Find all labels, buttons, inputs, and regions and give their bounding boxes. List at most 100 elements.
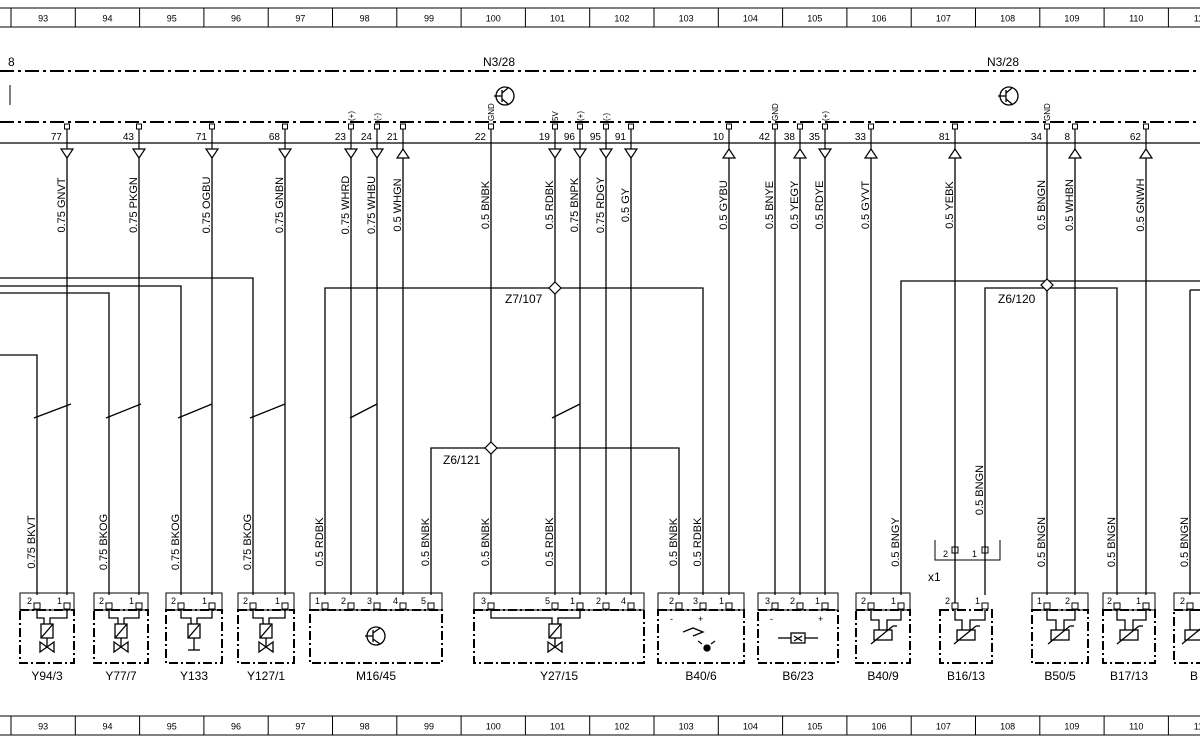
pin-number: 35	[809, 132, 821, 143]
component-label: B17/13	[1110, 669, 1148, 683]
component-label: B40/6	[685, 669, 717, 683]
signal-direction-icon	[863, 147, 879, 159]
module-pin: 100.5 GYBU	[713, 123, 737, 230]
component-pin-number: 2	[341, 596, 346, 606]
pin-tag: (-)	[602, 113, 611, 121]
component-pin-number: 1	[975, 596, 980, 606]
column-number: 106	[872, 14, 887, 24]
module-pin: 95(-)0.75 RDGY	[590, 113, 614, 233]
pin-tag: (+)	[821, 111, 830, 121]
solenoid-valve-icon	[252, 610, 286, 654]
component-pin-number: 2	[99, 596, 104, 606]
temperature-sensor-icon	[870, 610, 902, 645]
component-label: B6/23	[782, 669, 814, 683]
splice-point	[484, 278, 1054, 455]
column-number: 103	[679, 14, 694, 24]
pin-number: 10	[713, 132, 725, 143]
pin-number: 77	[51, 132, 63, 143]
wire-label: 0.5 BNBK	[480, 517, 492, 566]
component-pin-number: 1	[719, 596, 724, 606]
pin-number: 95	[590, 132, 602, 143]
signal-direction-icon	[721, 147, 737, 159]
wire-label: 0.5 BNGN	[1179, 517, 1191, 567]
component-label: Y127/1	[247, 669, 285, 683]
component-pin-number: 1	[815, 596, 820, 606]
column-number: 107	[936, 722, 951, 732]
signal-direction-icon	[792, 147, 808, 159]
component-label: B16/13	[947, 669, 985, 683]
column-number: 97	[295, 722, 305, 732]
column-number: 100	[486, 14, 501, 24]
wire-label: 0.5 BNGN	[974, 465, 986, 515]
column-number: 93	[38, 722, 48, 732]
wire-label: 0.5 RDBK	[544, 517, 556, 567]
column-number: 111	[1194, 14, 1200, 24]
temperature-sensor-icon	[1046, 610, 1076, 645]
left-edge-label: 8	[8, 55, 15, 69]
signal-direction-icon	[131, 148, 147, 160]
pin-number: 68	[269, 132, 281, 143]
signal-direction-icon	[572, 148, 588, 160]
pin-number: 62	[1130, 132, 1142, 143]
column-number: 109	[1064, 14, 1079, 24]
pin-number: 33	[855, 132, 867, 143]
transistor-icon	[365, 626, 386, 646]
column-number: 96	[231, 14, 241, 24]
wire-label: 0.5 BNYE	[764, 181, 776, 229]
solenoid-valve-icon	[490, 610, 581, 654]
module-pin: 770.75 GNVT	[51, 123, 75, 233]
wire-label: 0.75 BKOG	[170, 514, 182, 570]
signal-direction-icon	[1067, 147, 1083, 159]
column-number: 94	[102, 14, 112, 24]
component-pin-number: 1	[129, 596, 134, 606]
component-pin-number: 3	[481, 596, 486, 606]
component-pin-number: 2	[27, 596, 32, 606]
signal-direction-icon	[343, 148, 359, 160]
component-label: Y133	[180, 669, 208, 683]
signal-direction-icon	[817, 148, 833, 160]
inline-connector	[934, 540, 1001, 561]
component-pin-number: 4	[621, 596, 626, 606]
transistor-icon	[494, 86, 515, 106]
module-pin: 23(+)0.75 WHRD	[335, 111, 359, 234]
module-pin: 24(-)0.75 WHBU	[361, 113, 385, 234]
column-number: 109	[1064, 722, 1079, 732]
component-label: B	[1190, 669, 1198, 683]
pin-number: 23	[335, 132, 347, 143]
component-pin-number: 1	[202, 596, 207, 606]
signal-direction-icon	[1138, 147, 1154, 159]
solenoid-valve-icon	[108, 610, 140, 654]
pin-number: 96	[564, 132, 576, 143]
wire-label: 0.5 GY	[620, 187, 632, 222]
module-pin: 35(+)0.5 RDYE	[809, 111, 833, 229]
signal-direction-icon	[598, 148, 614, 160]
wire-label: 0.5 YEGY	[789, 180, 801, 229]
wire-label: 0.5 BNBK	[420, 517, 432, 566]
column-number: 111	[1194, 722, 1200, 732]
wire-label: 0.75 WHBU	[366, 176, 378, 234]
position-sensor-icon	[778, 632, 818, 644]
wire-label: 0.5 RDBK	[314, 517, 326, 567]
component-label: Y77/7	[105, 669, 137, 683]
signal-direction-icon	[547, 148, 563, 160]
wire-label: 0.5 GYVT	[860, 181, 872, 230]
wire-label: 0.75 BKVT	[26, 515, 38, 568]
component-label: Y94/3	[31, 669, 63, 683]
oil-level-sensor-icon	[682, 627, 716, 652]
component-pin-number: 2	[790, 596, 795, 606]
component-pin-number: 1	[570, 596, 575, 606]
pin-tag: GND	[1043, 103, 1052, 121]
module-label: N3/28	[987, 55, 1019, 69]
component-pin-number: 2	[243, 596, 248, 606]
component-pin-number: 1	[275, 596, 280, 606]
pin-number: 42	[759, 132, 771, 143]
pin-tag: 5V	[551, 111, 560, 121]
